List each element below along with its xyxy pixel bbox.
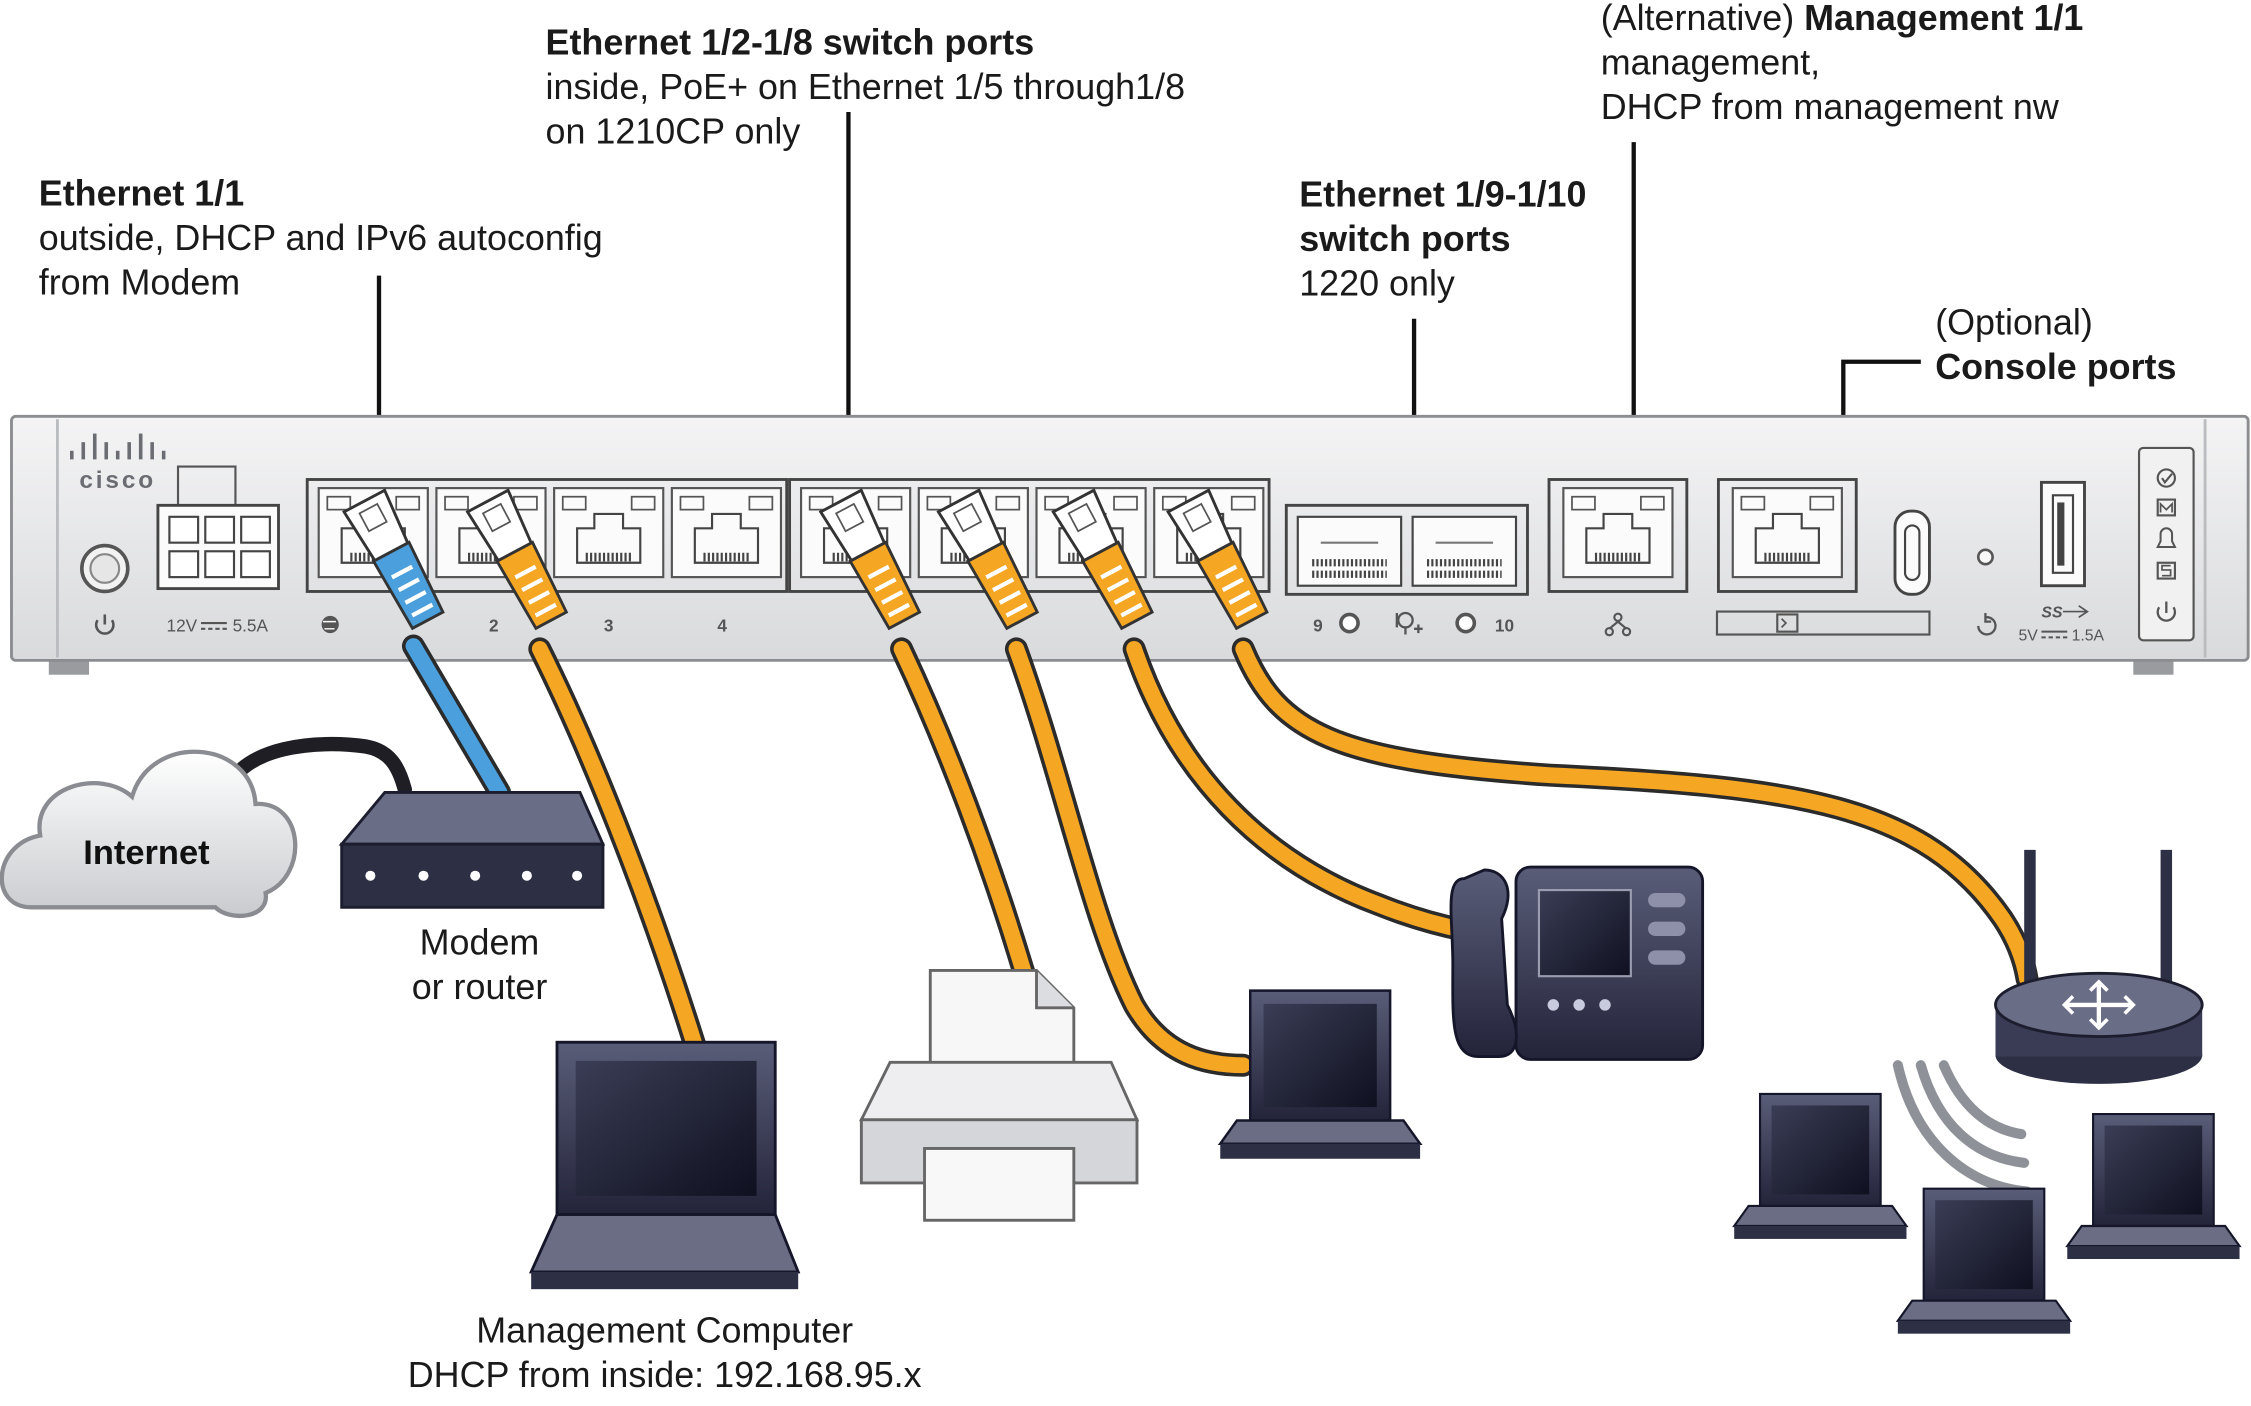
eth11-title: Ethernet 1/1 xyxy=(38,173,245,214)
console-rj45-port[interactable] xyxy=(1733,488,1842,577)
wireless-laptop-right-icon xyxy=(2066,1112,2241,1261)
port-group-2-frame xyxy=(788,478,1271,593)
modem-icon xyxy=(338,791,606,909)
usb-rating-amps: 1.5A xyxy=(2072,627,2105,644)
poe-icon xyxy=(1395,611,1423,635)
modem-label-line1: Modem xyxy=(420,923,540,963)
wireless-laptop-left-icon xyxy=(1733,1092,1908,1240)
sfp-9-led xyxy=(1339,612,1360,634)
computer-label-line1: Management Computer xyxy=(476,1310,853,1350)
laptop-cable xyxy=(1008,640,1252,1074)
eth19-110-title2: switch ports xyxy=(1299,219,1511,260)
console-usbc-port[interactable] xyxy=(1893,509,1931,596)
status-led-icons xyxy=(2137,446,2195,642)
sfp-number-10: 10 xyxy=(1495,616,1514,636)
mgmt-prefix: (Alternative) xyxy=(1600,0,1795,39)
sfp-port-10[interactable] xyxy=(1411,515,1518,587)
eth12-18-line2: on 1210CP only xyxy=(545,111,801,153)
port-number-4: 4 xyxy=(717,616,727,636)
globe-icon xyxy=(321,615,339,634)
usb-rating-volts: 5V xyxy=(2018,627,2038,644)
eth11-line2: from Modem xyxy=(38,262,241,303)
computer-label-line2: DHCP from inside: 192.168.95.x xyxy=(408,1355,922,1395)
mgmt-title: Management 1/1 xyxy=(1804,0,2084,39)
port-number-2: 2 xyxy=(489,616,499,636)
blue-cable xyxy=(405,638,508,801)
wireless-laptop-center-icon xyxy=(1896,1187,2072,1335)
sfp-port-9[interactable] xyxy=(1296,515,1403,587)
phone-cable xyxy=(1126,640,1473,939)
management-port[interactable] xyxy=(1563,488,1672,577)
wireless-router-icon xyxy=(1994,849,2204,1084)
power-button[interactable] xyxy=(80,543,130,594)
wifi-waves-icon xyxy=(1892,1060,2033,1197)
printer-cable xyxy=(893,640,1033,985)
power-rating-volts: 12V xyxy=(167,616,198,636)
management-computer-icon xyxy=(528,1040,801,1290)
console-area-frame xyxy=(1715,610,1931,636)
usb-logo: SS xyxy=(2041,604,2063,621)
firewall-chassis: cisco 12V xyxy=(10,414,2250,675)
reset-icon xyxy=(1977,613,1997,636)
mgmt-line2: DHCP from management nw xyxy=(1600,87,2059,128)
sfp-number-9: 9 xyxy=(1313,616,1323,636)
eth19-110-label: Ethernet 1/9-1/10 switch ports 1220 only xyxy=(1299,174,1586,308)
power-connector xyxy=(156,465,280,591)
ethernet-port-4[interactable] xyxy=(672,488,781,577)
computer-cable xyxy=(531,640,703,1054)
ip-phone-icon xyxy=(1449,865,1705,1061)
cloud-modem-cable xyxy=(219,736,413,797)
mgmt-label: (Alternative) Management 1/1 management,… xyxy=(1601,0,2084,131)
chassis-foot-left xyxy=(48,657,90,675)
console-pointer xyxy=(1841,359,1921,427)
printer-icon xyxy=(859,969,1140,1222)
mgmt-port-frame xyxy=(1547,478,1689,593)
internet-cloud-icon xyxy=(0,749,298,919)
laptop-icon xyxy=(1219,989,1422,1161)
eth19-110-line1: 1220 only xyxy=(1299,264,1455,305)
port-number-3: 3 xyxy=(604,616,614,636)
mgmt-line1: management, xyxy=(1600,43,1821,84)
console-title: Console ports xyxy=(1935,347,2177,388)
modem-label-line2: or router xyxy=(412,967,548,1007)
usb-symbol-icon xyxy=(2062,605,2089,619)
router-cable xyxy=(1235,640,2035,987)
power-icon xyxy=(94,614,115,635)
network-icon xyxy=(1604,612,1632,637)
sfp-ports xyxy=(1284,503,1529,596)
eth19-110-title1: Ethernet 1/9-1/10 xyxy=(1299,175,1587,216)
power-rating-amps: 5.5A xyxy=(233,616,269,636)
reset-button[interactable] xyxy=(1976,548,1994,566)
console-port-frame xyxy=(1716,478,1858,593)
eth11-line1: outside, DHCP and IPv6 autoconfig xyxy=(38,218,603,259)
console-icon xyxy=(1776,613,1799,633)
ethernet-port-3[interactable] xyxy=(554,488,663,577)
sfp-10-led xyxy=(1455,612,1477,634)
eth12-18-label: Ethernet 1/2-1/8 switch ports inside, Po… xyxy=(546,22,1186,156)
eth12-18-title: Ethernet 1/2-1/8 switch ports xyxy=(545,22,1035,64)
usb-port[interactable] xyxy=(2039,480,2086,588)
console-label: (Optional) Console ports xyxy=(1935,301,2176,390)
console-prefix: (Optional) xyxy=(1935,302,2093,344)
eth11-label: Ethernet 1/1 outside, DHCP and IPv6 auto… xyxy=(39,172,603,306)
internet-label: Internet xyxy=(83,834,210,872)
chassis-foot-right xyxy=(2133,657,2174,675)
cisco-brand: cisco xyxy=(79,467,156,494)
cisco-logo-icon xyxy=(69,433,166,460)
cables xyxy=(219,634,2039,1077)
eth12-18-line1: inside, PoE+ on Ethernet 1/5 through1/8 xyxy=(545,67,1186,108)
